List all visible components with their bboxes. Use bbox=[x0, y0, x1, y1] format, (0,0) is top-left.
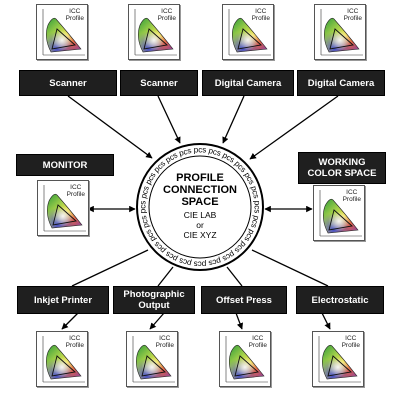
arrow-inkjet-card bbox=[61, 312, 79, 330]
line-to-offset bbox=[226, 266, 243, 287]
pcs-ring-token: pcs bbox=[139, 215, 151, 229]
label-offset-press: Offset Press bbox=[201, 286, 287, 314]
pcs-ring-token: pcs bbox=[249, 215, 261, 229]
arrow-camera-2 bbox=[249, 95, 339, 160]
hub-subtitle: CIE LAB or CIE XYZ bbox=[183, 210, 217, 240]
label-scanner-1: Scanner bbox=[19, 70, 117, 96]
label-scanner-2: Scanner bbox=[120, 70, 198, 96]
pcs-ring-token: pcs bbox=[194, 260, 206, 269]
label-digital-camera-1: Digital Camera bbox=[202, 70, 294, 96]
pcs-ring-token: pcs bbox=[249, 185, 261, 199]
label-inkjet-printer: Inkjet Printer bbox=[17, 286, 109, 314]
pcs-ring-token: pcs bbox=[253, 201, 262, 213]
arrow-offset-card bbox=[235, 312, 243, 330]
label-monitor: MONITOR bbox=[16, 154, 114, 176]
arrow-scanner-1 bbox=[67, 95, 153, 159]
line-to-electrostatic bbox=[251, 249, 329, 287]
hub-title: PROFILE CONNECTION SPACE bbox=[163, 172, 237, 208]
pcs-ring-token: pcs bbox=[208, 256, 222, 268]
label-digital-camera-2: Digital Camera bbox=[297, 70, 385, 96]
pcs-ring-token: pcs bbox=[194, 146, 206, 155]
pcs-ring-token: pcs bbox=[208, 146, 222, 158]
label-electrostatic: Electrostatic bbox=[296, 286, 384, 314]
pcs-ring-token: pcs bbox=[178, 256, 192, 268]
line-to-photographic bbox=[157, 266, 174, 287]
line-to-inkjet bbox=[71, 249, 149, 287]
arrow-photographic-card bbox=[149, 312, 165, 330]
pcs-ring-token: pcs bbox=[139, 201, 148, 213]
arrow-electrostatic-card bbox=[321, 312, 331, 330]
arrow-scanner-2 bbox=[157, 95, 181, 144]
pcs-ring-token: pcs bbox=[178, 146, 192, 158]
arrow-camera-1 bbox=[222, 95, 245, 144]
pcs-ring-token: pcs bbox=[139, 185, 151, 199]
